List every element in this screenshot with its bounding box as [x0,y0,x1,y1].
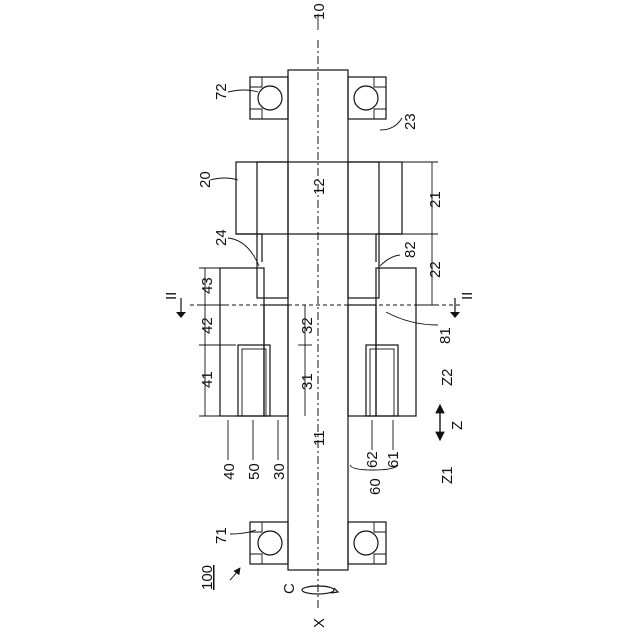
label-24: 24 [213,229,230,246]
rotation-c [302,586,338,594]
label-43: 43 [199,277,216,294]
dims-right [402,162,438,305]
member-30 [264,305,376,416]
label-82: 82 [402,241,419,258]
label-81: 81 [437,327,454,344]
label-10: 10 [311,3,328,20]
ref-100-arrow [230,568,240,580]
label-72: 72 [213,83,230,100]
label-z: Z [449,421,466,430]
label-41: 41 [199,371,216,388]
label-62: 62 [364,451,381,468]
label-12: 12 [311,178,328,195]
label-z2: Z2 [439,368,456,386]
label-c: C [281,583,298,594]
label-21: 21 [427,191,444,208]
label-x: X [311,618,328,628]
label-20: 20 [197,171,214,188]
label-31: 31 [299,373,316,390]
label-71: 71 [213,527,230,544]
label-11: 11 [311,430,328,446]
label-ii-right: II [459,292,476,300]
label-32: 32 [299,317,316,334]
label-z1: Z1 [439,466,456,484]
label-100: 100 [199,565,216,590]
label-42: 42 [199,317,216,334]
label-60: 60 [367,478,384,495]
leaders [210,14,438,534]
label-ii-left: II [163,292,180,300]
label-50: 50 [246,463,263,480]
element-50 [238,345,270,416]
label-22: 22 [427,261,444,278]
element-60 [366,345,398,416]
label-30: 30 [271,463,288,480]
label-40: 40 [221,463,238,480]
label-23: 23 [402,113,419,130]
label-61: 61 [385,451,402,468]
label-group: 10 72 23 20 12 21 24 82 22 43 II II 42 3… [163,3,476,628]
